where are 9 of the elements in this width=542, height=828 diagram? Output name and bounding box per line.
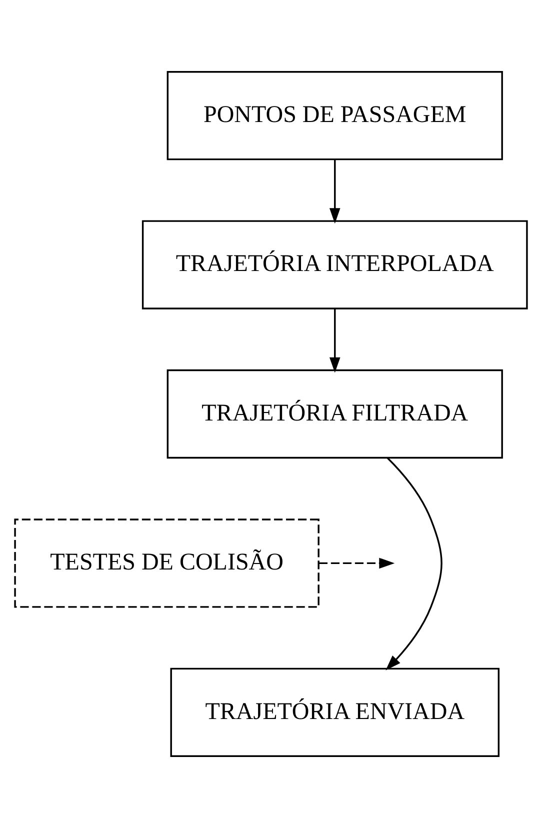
arrow — [329, 308, 340, 373]
arrow — [386, 457, 442, 670]
arrow — [329, 159, 340, 224]
node-box: TRAJETÓRIA INTERPOLADA — [142, 220, 528, 310]
node-box: TRAJETÓRIA ENVIADA — [170, 668, 500, 757]
node-box: PONTOS DE PASSAGEM — [166, 71, 503, 160]
node-box: TRAJETÓRIA FILTRADA — [166, 369, 503, 459]
arrow — [318, 558, 395, 569]
node-box: TESTES DE COLISÃO — [14, 518, 320, 608]
